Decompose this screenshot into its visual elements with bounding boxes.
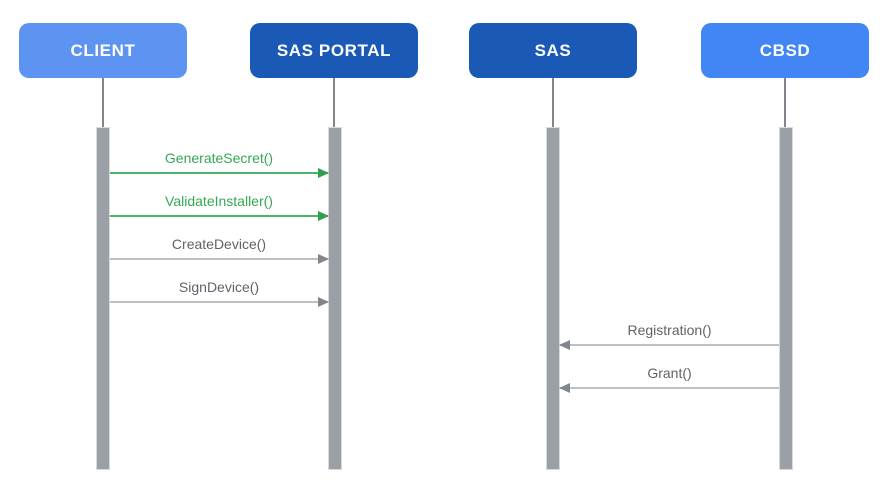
- message-line: [560, 344, 779, 346]
- message-line: [560, 387, 779, 389]
- lifeline-sas-portal: [333, 78, 335, 127]
- message-label: Registration(): [627, 322, 712, 338]
- arrowhead-left-icon: [559, 340, 570, 350]
- message-line: [110, 301, 328, 303]
- actor-label-sas-portal: SAS PORTAL: [276, 40, 392, 60]
- activation-bar-client: [96, 127, 110, 470]
- actor-label-sas: SAS: [534, 40, 572, 60]
- message-label: ValidateInstaller(): [165, 193, 273, 209]
- actor-box-sas: SAS: [469, 23, 637, 78]
- activation-bar-cbsd: [779, 127, 793, 470]
- message-line: [110, 215, 328, 217]
- message-label: CreateDevice(): [171, 236, 267, 252]
- actor-label-cbsd: CBSD: [759, 40, 811, 60]
- actor-box-client: CLIENT: [19, 23, 187, 78]
- lifeline-client: [102, 78, 104, 127]
- lifeline-cbsd: [784, 78, 786, 127]
- actor-box-cbsd: CBSD: [701, 23, 869, 78]
- arrowhead-right-icon: [318, 254, 329, 264]
- message-line: [110, 172, 328, 174]
- message-label: GenerateSecret(): [164, 150, 274, 166]
- message-line: [110, 258, 328, 260]
- activation-bar-sas: [546, 127, 560, 470]
- arrowhead-right-icon: [318, 211, 329, 221]
- message-label: SignDevice(): [178, 279, 260, 295]
- arrowhead-right-icon: [318, 297, 329, 307]
- message-label: Grant(): [647, 365, 692, 381]
- arrowhead-right-icon: [318, 168, 329, 178]
- actor-label-client: CLIENT: [70, 40, 136, 60]
- arrowhead-left-icon: [559, 383, 570, 393]
- actor-box-sas-portal: SAS PORTAL: [250, 23, 418, 78]
- activation-bar-sas-portal: [328, 127, 342, 470]
- lifeline-sas: [552, 78, 554, 127]
